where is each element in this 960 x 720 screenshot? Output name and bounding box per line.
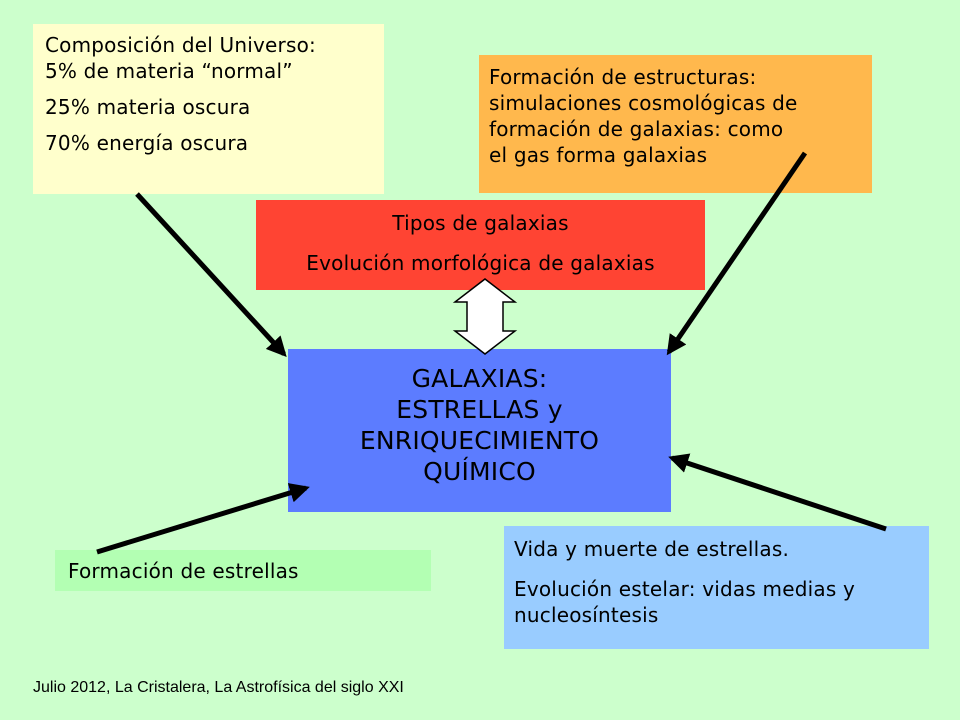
galaxies-line: ENRIQUECIMIENTO — [359, 426, 600, 455]
morphological-evolution-line: Evolución morfológica de galaxias — [306, 251, 655, 275]
stellar-evolution-line: Evolución estelar: vidas medias y — [514, 577, 856, 601]
arrow-structures-to-galaxies — [666, 151, 808, 356]
structures-line: simulaciones cosmológicas de — [489, 91, 798, 115]
double-arrow-types-galaxies — [452, 278, 518, 355]
nucleosynthesis-line: nucleosíntesis — [514, 603, 659, 627]
universe-line-dark-energy: 70% energía oscura — [45, 131, 249, 155]
stellar-life-death-line: Vida y muerte de estrellas. — [514, 537, 790, 561]
footer-caption: Julio 2012, La Cristalera, La Astrofísic… — [33, 679, 404, 696]
arrow-universe-to-galaxies — [135, 192, 287, 357]
universe-composition-box: Composición del Universo: 5% de materia … — [33, 24, 384, 194]
structure-formation-box: Formación de estructuras: simulaciones c… — [479, 55, 872, 193]
arrow-star-formation-to-galaxies — [96, 483, 310, 555]
galaxy-types-box: Tipos de galaxias Evolución morfológica … — [256, 200, 705, 290]
stellar-evolution-box: Vida y muerte de estrellas. Evolución es… — [504, 526, 929, 649]
star-formation-label: Formación de estrellas — [68, 559, 299, 583]
universe-line-dark-matter: 25% materia oscura — [45, 95, 251, 119]
galaxies-line: QUÍMICO — [423, 457, 536, 486]
structures-line: el gas forma galaxias — [489, 143, 708, 167]
galaxies-line: GALAXIAS: — [411, 364, 548, 393]
galaxies-line: ESTRELLAS y — [396, 395, 563, 424]
galaxies-central-box: GALAXIAS: ESTRELLAS y ENRIQUECIMIENTO QU… — [288, 349, 671, 512]
universe-line-normal-matter: 5% de materia “normal” — [45, 59, 293, 83]
structures-line: Formación de estructuras: — [489, 65, 757, 89]
galaxy-types-title: Tipos de galaxias — [392, 211, 569, 235]
star-formation-box: Formación de estrellas — [55, 550, 431, 591]
universe-title: Composición del Universo: — [45, 33, 316, 57]
arrow-stellar-to-galaxies — [668, 453, 887, 532]
structures-line: formación de galaxias: como — [489, 117, 784, 141]
